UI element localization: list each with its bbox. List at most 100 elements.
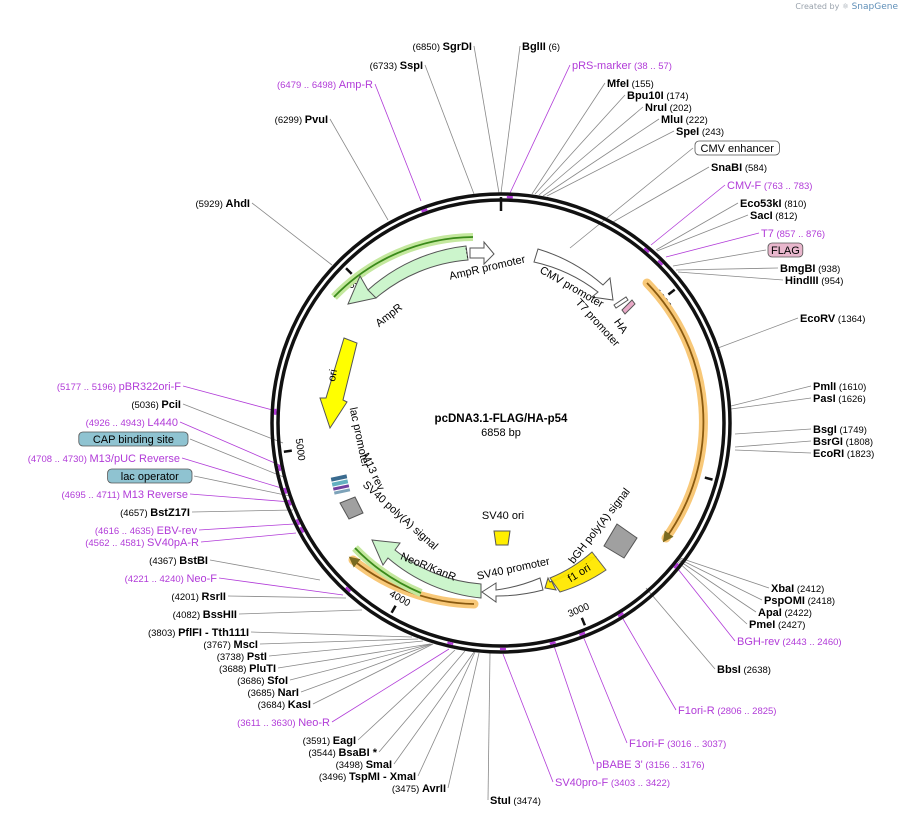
enzyme-label-saci[interactable]: SacI (812) — [750, 210, 797, 222]
enzyme-label-bbsi[interactable]: BbsI (2638) — [717, 664, 771, 676]
enzyme-label-sgrdi[interactable]: (6850) SgrDI — [413, 41, 472, 53]
primer-text: (3611 .. 3630) Neo-R — [237, 717, 330, 729]
enzyme-label-nrui[interactable]: NruI (202) — [645, 102, 692, 114]
primer-leader — [218, 577, 344, 596]
site-position: (763 .. 783) — [764, 181, 813, 192]
enzyme-label-pmli[interactable]: PmlI (1610) — [813, 381, 866, 393]
site-position: (857 .. 876) — [776, 229, 825, 240]
enzyme-label-bsabi-[interactable]: (3544) BsaBI * — [308, 747, 377, 759]
site-name: M13 Reverse — [123, 489, 188, 501]
enzyme-text: HindIII (954) — [785, 275, 843, 287]
primer-label-amp-r[interactable]: (6479 .. 6498) Amp-R — [277, 79, 373, 91]
site-name: TspMI - XmaI — [349, 771, 416, 783]
primer-label-f1ori-f[interactable]: F1ori-F (3016 .. 3037) — [629, 738, 726, 750]
site-name: SnaBI — [711, 162, 742, 174]
enzyme-label-stui[interactable]: StuI (3474) — [490, 795, 541, 807]
enzyme-label-apai[interactable]: ApaI (2422) — [758, 607, 812, 619]
site-leader — [473, 45, 500, 194]
site-name: BsrGI — [813, 436, 843, 448]
enzyme-text: (6850) SgrDI — [413, 41, 472, 53]
enzyme-label-pcii[interactable]: (5036) PciI — [131, 399, 181, 411]
primer-label-neo-r[interactable]: (3611 .. 3630) Neo-R — [237, 717, 330, 729]
primer-leader — [200, 532, 297, 543]
site-position: (3611 .. 3630) — [237, 718, 295, 729]
credit-brand: SnapGene — [851, 2, 898, 12]
enzyme-label-hindiii[interactable]: HindIII (954) — [785, 275, 843, 287]
site-name: EBV-rev — [157, 525, 198, 537]
enzyme-label-bsgi[interactable]: BsgI (1749) — [813, 424, 867, 436]
enzyme-label-bsrgi[interactable]: BsrGI (1808) — [813, 436, 873, 448]
primer-text: pBABE 3' (3156 .. 3176) — [596, 759, 705, 771]
primer-mark — [283, 487, 288, 495]
enzyme-label-bstz17i[interactable]: (4657) BstZ17I — [120, 507, 190, 519]
enzyme-label-sspi[interactable]: (6733) SspI — [370, 60, 423, 72]
enzyme-label-pasi[interactable]: PasI (1626) — [813, 393, 866, 405]
enzyme-label-psti[interactable]: (3738) PstI — [217, 651, 267, 663]
feature-label-cap-binding-site[interactable]: CAP binding site — [78, 431, 189, 447]
enzyme-text: (4657) BstZ17I — [120, 507, 190, 519]
enzyme-label-bglii[interactable]: BglII (6) — [522, 41, 560, 53]
enzyme-label-eco53ki[interactable]: Eco53kI (810) — [740, 198, 806, 210]
site-leader — [227, 595, 347, 599]
enzyme-label-bstbi[interactable]: (4367) BstBI — [149, 555, 208, 567]
enzyme-label-spei[interactable]: SpeI (243) — [676, 126, 724, 138]
site-position: (1808) — [846, 437, 873, 448]
enzyme-text: StuI (3474) — [490, 795, 541, 807]
enzyme-label-pmei[interactable]: PmeI (2427) — [749, 619, 805, 631]
site-position: (938) — [818, 264, 840, 275]
site-leader — [677, 271, 784, 281]
site-leader — [679, 557, 770, 589]
enzyme-label-nari[interactable]: (3685) NarI — [247, 687, 299, 699]
enzyme-label-ecori[interactable]: EcoRI (1823) — [813, 448, 874, 460]
enzyme-label-bsshii[interactable]: (4082) BssHII — [173, 609, 237, 621]
enzyme-label-avrii[interactable]: (3475) AvrII — [392, 783, 446, 795]
enzyme-label-bpu10i[interactable]: Bpu10I (174) — [627, 90, 689, 102]
enzyme-label-ahdi[interactable]: (5929) AhdI — [195, 198, 250, 210]
enzyme-label-msci[interactable]: (3767) MscI — [203, 639, 258, 651]
enzyme-label-pluti[interactable]: (3688) PluTI — [219, 663, 276, 675]
site-name: BmgBI — [780, 263, 815, 275]
primer-label-m13-reverse[interactable]: (4695 .. 4711) M13 Reverse — [61, 489, 188, 501]
enzyme-label-xbai[interactable]: XbaI (2412) — [771, 583, 824, 595]
primer-label-ebv-rev[interactable]: (4616 .. 4635) EBV-rev — [95, 525, 198, 537]
site-name: pBR322ori-F — [119, 381, 182, 393]
primer-text: CMV-F (763 .. 783) — [727, 180, 812, 192]
enzyme-label-snabi[interactable]: SnaBI (584) — [711, 162, 767, 174]
primer-label-pbr322ori-f[interactable]: (5177 .. 5196) pBR322ori-F — [57, 381, 181, 393]
primer-label-cmv-f[interactable]: CMV-F (763 .. 783) — [727, 180, 812, 192]
site-leader — [538, 106, 644, 196]
enzyme-label-mfei[interactable]: MfeI (155) — [607, 78, 654, 90]
primer-label-sv40pa-r[interactable]: (4562 .. 4581) SV40pA-R — [85, 537, 199, 549]
site-position: (2443 .. 2460) — [782, 637, 841, 648]
enzyme-label-pvui[interactable]: (6299) PvuI — [275, 114, 328, 126]
primer-label-bgh-rev[interactable]: BGH-rev (2443 .. 2460) — [737, 636, 842, 648]
enzyme-label-bmgbi[interactable]: BmgBI (938) — [780, 263, 840, 275]
primer-label-sv40pro-f[interactable]: SV40pro-F (3403 .. 3422) — [555, 777, 670, 789]
primer-label-t7[interactable]: T7 (857 .. 876) — [761, 228, 825, 240]
primer-label-f1ori-r[interactable]: F1ori-R (2806 .. 2825) — [678, 705, 776, 717]
enzyme-label-mlui[interactable]: MluI (222) — [661, 114, 708, 126]
primer-text: (4616 .. 4635) EBV-rev — [95, 525, 198, 537]
primer-label-l4440[interactable]: (4926 .. 4943) L4440 — [86, 417, 178, 429]
primer-label-neo-f[interactable]: (4221 .. 4240) Neo-F — [125, 573, 218, 585]
site-leader — [546, 130, 675, 197]
feature-label-cmv-enhancer[interactable]: CMV enhancer — [694, 140, 780, 156]
enzyme-label-kasi[interactable]: (3684) KasI — [258, 699, 311, 711]
enzyme-label-eagi[interactable]: (3591) EagI — [303, 735, 356, 747]
site-leader — [259, 638, 419, 645]
enzyme-label-sfoi[interactable]: (3686) SfoI — [237, 675, 288, 687]
enzyme-label-tspmi-xmai[interactable]: (3496) TspMI - XmaI — [319, 771, 416, 783]
primer-label-m13-puc-reverse[interactable]: (4708 .. 4730) M13/pUC Reverse — [28, 453, 180, 465]
enzyme-label-rsrii[interactable]: (4201) RsrII — [171, 591, 226, 603]
enzyme-label-pflfi-tth111i[interactable]: (3803) PflFI - Tth111I — [148, 627, 249, 639]
enzyme-text: MluI (222) — [661, 114, 708, 126]
primer-label-pbabe-3-[interactable]: pBABE 3' (3156 .. 3176) — [596, 759, 705, 771]
feature-label-flag[interactable]: FLAG — [767, 242, 804, 258]
enzyme-text: SacI (812) — [750, 210, 797, 222]
enzyme-label-ecorv[interactable]: EcoRV (1364) — [800, 313, 865, 325]
primer-label-prs-marker[interactable]: pRS-marker (38 .. 57) — [572, 60, 672, 72]
feature-label-lac-operator[interactable]: lac operator — [107, 468, 193, 484]
site-position: (3016 .. 3037) — [667, 739, 726, 750]
enzyme-label-smai[interactable]: (3498) SmaI — [336, 759, 392, 771]
enzyme-label-pspomi[interactable]: PspOMI (2418) — [764, 595, 835, 607]
